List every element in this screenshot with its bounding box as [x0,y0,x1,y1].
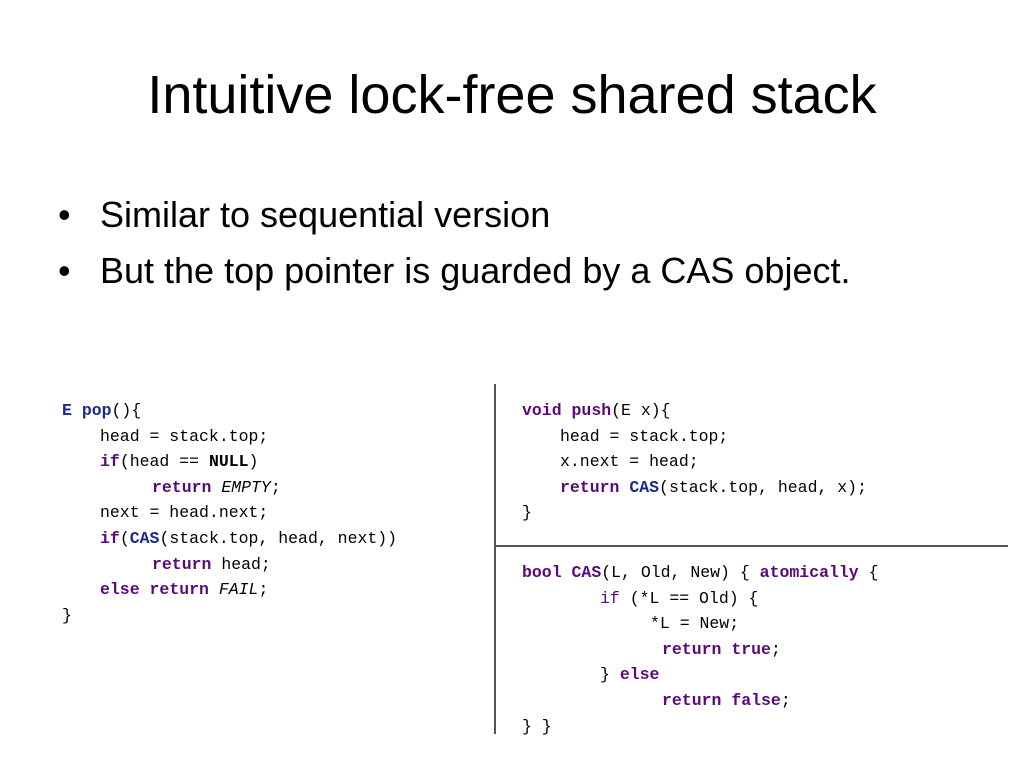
code-line: } [522,503,532,523]
code-line: if(head == NULL) [100,452,259,472]
cas-code-block: bool CAS(L, Old, New) { atomically { if … [522,560,879,739]
slide-title: Intuitive lock-free shared stack [147,65,877,125]
bullet-text: But the top pointer is guarded by a CAS … [100,250,851,291]
bullet-item: • But the top pointer is guarded by a CAS… [58,246,958,296]
bullet-icon: • [58,250,71,291]
bullet-list: • Similar to sequential version • But the … [58,190,958,302]
code-line: bool CAS(L, Old, New) { atomically { [522,563,879,582]
horizontal-divider [494,545,1008,547]
code-line: } } [522,716,552,736]
code-line: E pop(){ [62,401,142,420]
code-line: return EMPTY; [152,477,281,497]
bullet-icon: • [58,194,71,235]
code-line: x.next = head; [560,452,699,472]
code-line: *L = New; [650,614,740,634]
code-line: } [62,605,72,625]
bullet-text: Similar to sequential version [100,194,551,235]
code-line: head = stack.top; [100,426,269,446]
vertical-divider [494,384,496,734]
push-code-block: void push(E x){ head = stack.top; x.next… [522,398,867,526]
pop-code-block: E pop(){ head = stack.top; if(head == NU… [62,398,397,628]
code-line: void push(E x){ [522,401,671,420]
code-line: if (*L == Old) { [600,588,759,608]
code-line: return false; [662,690,791,710]
code-line: return true; [662,639,781,659]
code-line: next = head.next; [100,503,269,523]
code-line: return CAS(stack.top, head, x); [560,477,867,497]
code-line: else return FAIL; [100,580,269,600]
bullet-item: • Similar to sequential version [58,190,958,240]
code-line: head = stack.top; [560,426,729,446]
code-line: } else [600,665,660,685]
code-line: return head; [152,554,271,574]
code-line: if(CAS(stack.top, head, next)) [100,528,398,548]
